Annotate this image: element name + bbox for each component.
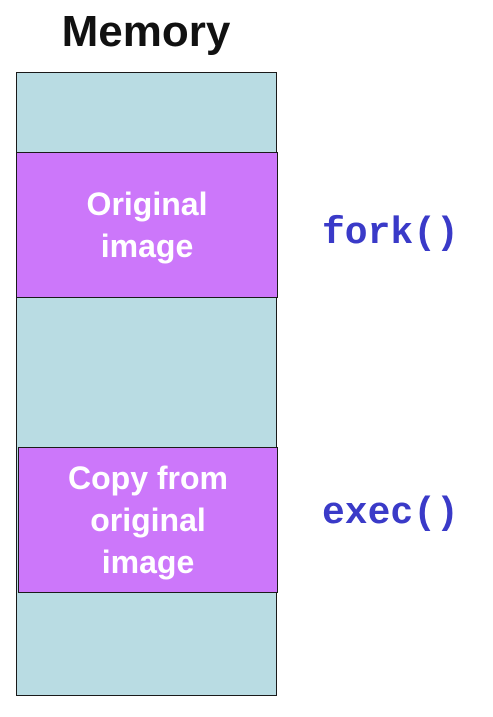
memory-title: Memory [61, 7, 231, 56]
fork-call-label: fork() [322, 212, 459, 255]
exec-call-label: exec() [322, 492, 459, 535]
original-image-block: Original image [16, 152, 278, 298]
copy-image-block: Copy from original image [18, 447, 278, 593]
